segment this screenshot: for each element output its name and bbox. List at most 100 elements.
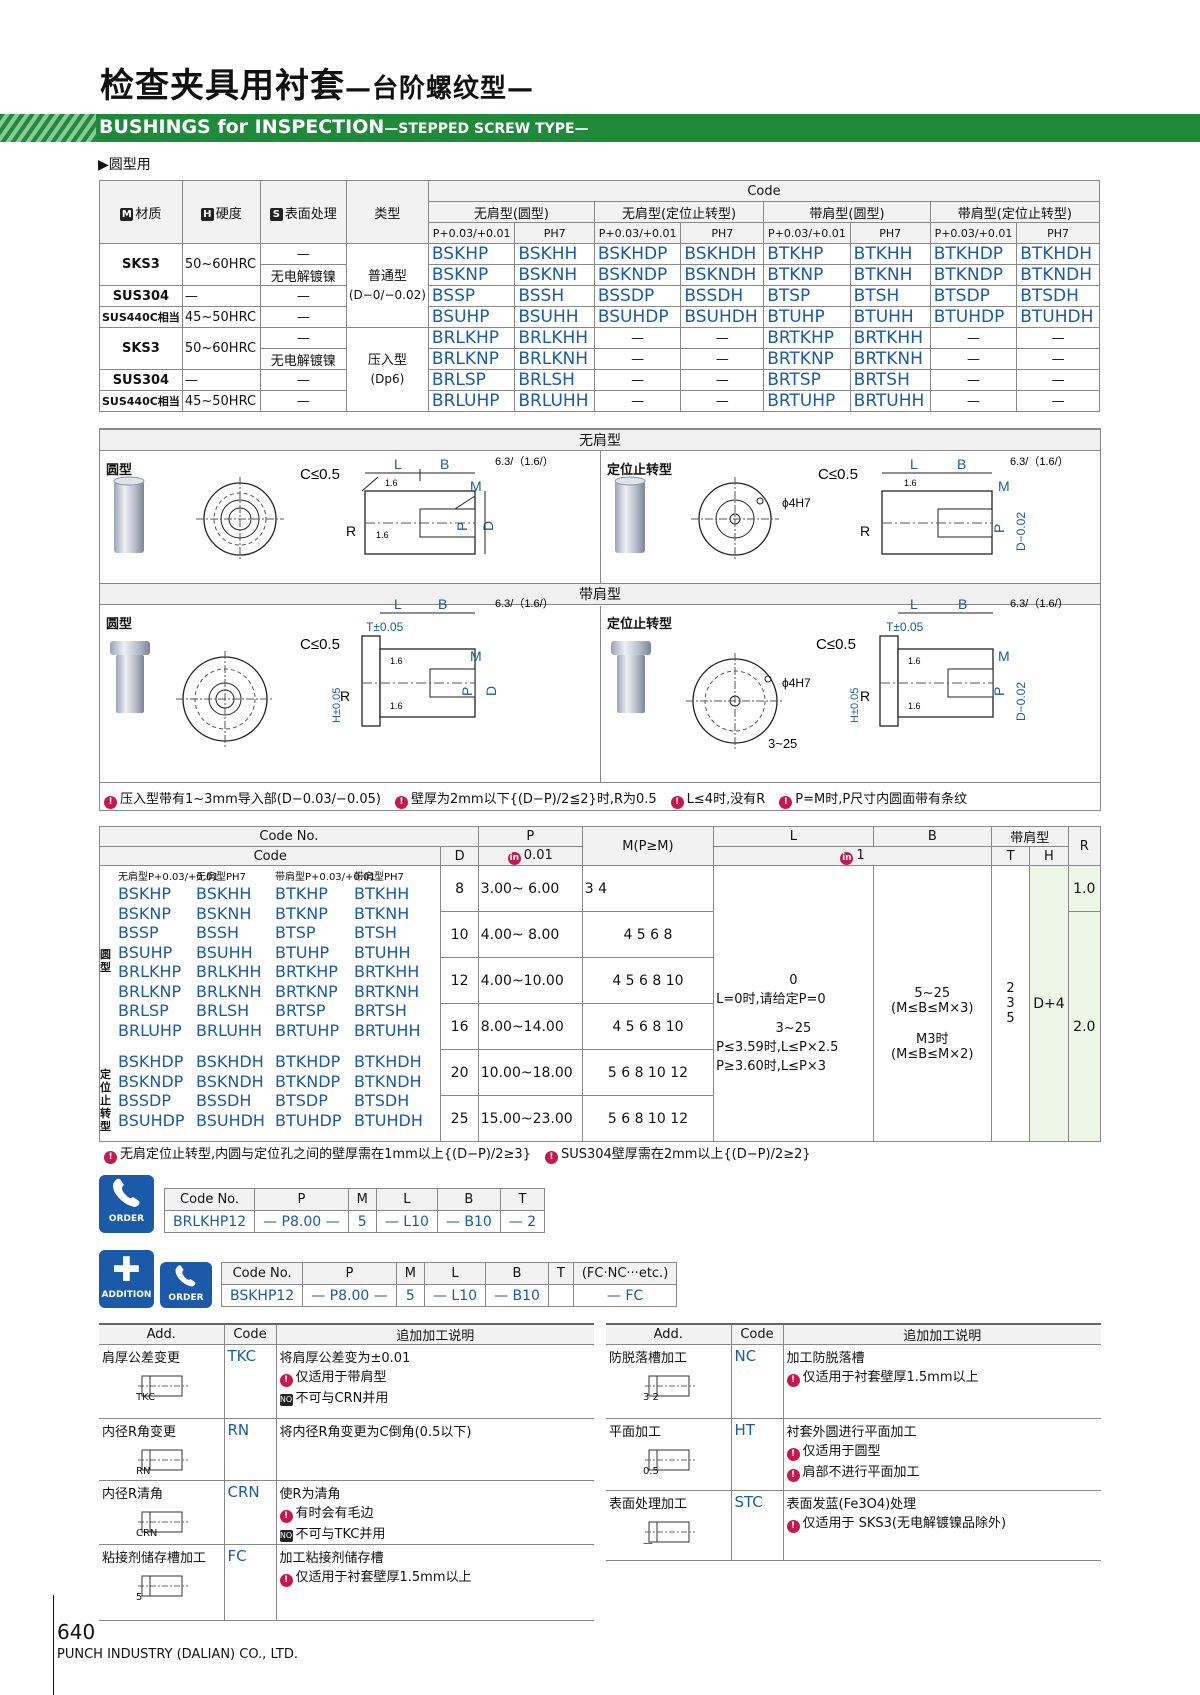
code-cell: — — [593, 327, 682, 349]
dim-code: BTUHP — [275, 942, 330, 962]
code-cell: BRTKNH — [849, 348, 931, 370]
svg-text:D: D — [483, 686, 499, 696]
drawing-note: !压入型带有1~3mm导入部(D−0.03/−0.05) — [104, 792, 381, 809]
bushing-photo-icon — [611, 641, 651, 655]
tol-ph-header: PH7 — [849, 222, 931, 244]
m-cell: 4 5 6 8 — [581, 911, 715, 958]
order-cell: (FC·NC···etc.) — [572, 1262, 678, 1285]
svg-text:M: M — [470, 648, 482, 664]
d-cell: 20 — [440, 1049, 479, 1096]
dim-code: BSSP — [118, 923, 159, 942]
note-icon: ! — [786, 1448, 800, 1461]
desc-header: 追加加工说明 — [783, 1323, 1101, 1345]
code-cell: BSSH — [514, 285, 595, 307]
hardness-cell: 45~50HRC — [181, 390, 261, 412]
bushing-photo-icon — [114, 481, 144, 553]
code-cell: BSKHP — [427, 243, 516, 265]
p-cell: 4.00~ 8.00 — [477, 911, 583, 958]
order-cell: — 2 — [499, 1210, 546, 1233]
hardness-cell: — — [181, 285, 261, 307]
dim-code: BTKNH — [354, 903, 410, 923]
code-cell: BRTKNP — [763, 348, 851, 370]
add-figure-icon: TKC — [128, 1370, 198, 1404]
code-cell: — — [929, 390, 1018, 412]
code-col-head: 无肩型PH7 — [196, 872, 246, 883]
code-cell: BRLKHP — [427, 327, 516, 349]
code-cell: BRTSP — [763, 369, 851, 391]
svg-text:L: L — [910, 596, 918, 612]
dim-code: BTKHDP — [275, 1052, 341, 1071]
type-header: 类型 — [345, 180, 429, 244]
svg-text:M: M — [998, 478, 1010, 494]
bushing-photo-icon — [615, 481, 645, 553]
dim-code: BRTSH — [354, 1001, 407, 1020]
h-badge-icon: H — [200, 207, 214, 221]
code-cell: BRTUHH — [849, 390, 931, 412]
svg-text:1.6: 1.6 — [904, 478, 917, 488]
dimension-note: !SUS304壁厚需在2mm以上{(D−P)/2≥2} — [544, 1147, 811, 1164]
code-cell: BSUHDH — [680, 306, 765, 328]
order-cell: Code No. — [220, 1262, 304, 1285]
dim-code: BSUHP — [118, 942, 173, 962]
hardness-cell: — — [181, 369, 261, 391]
dim-code: BTKHP — [275, 884, 328, 903]
svg-text:C≤0.5: C≤0.5 — [816, 636, 856, 653]
bushing-photo-icon — [110, 641, 150, 655]
svg-text:1.6: 1.6 — [908, 656, 921, 666]
dim-code: BSUHDP — [118, 1110, 185, 1130]
dim-code: BRTSP — [275, 1001, 326, 1020]
add-desc-cell: 加工防脱落槽!仅适用于衬套壁厚1.5mm以上 — [783, 1344, 1101, 1419]
surface-cell: — — [259, 369, 347, 391]
note-icon: ! — [544, 1151, 558, 1164]
code-cell: BRTUHP — [763, 390, 851, 412]
dim-code: BSKHP — [118, 884, 172, 903]
type-press-tol: (Dp6) — [370, 371, 405, 386]
m-cell: 5 6 8 10 12 — [581, 1049, 715, 1096]
note-icon: ! — [104, 796, 117, 809]
b-header: B — [872, 826, 992, 847]
svg-text:6.3/（1.6/）: 6.3/（1.6/） — [1010, 597, 1069, 610]
p-cell: 10.00~18.00 — [477, 1049, 583, 1096]
add-name: 表面处理加工 — [609, 1497, 688, 1512]
surface-cell: 无电解镀镍 — [259, 264, 347, 286]
order-cell: 5 — [347, 1210, 377, 1233]
code-cell: BTKHDP — [929, 243, 1018, 265]
code-cell: — — [929, 327, 1018, 349]
order-cell: — L10 — [375, 1210, 438, 1233]
label-round-2: 圆型 — [106, 617, 133, 632]
hardness-cell: 50~60HRC — [181, 327, 261, 370]
dim-code: BSKNDP — [118, 1071, 184, 1091]
tol-ph-header: PH7 — [1016, 222, 1100, 244]
svg-text:P: P — [991, 524, 1007, 533]
h-cell: D+4 — [1029, 865, 1069, 1142]
dim-code: BTSP — [275, 923, 316, 942]
technical-drawings: C≤0.5 L B M R P D 1.6 1.6 6.3/（1.6/） ϕ4H… — [110, 455, 1069, 751]
dim-code: BTUHH — [354, 942, 411, 962]
dim-code: BTUHDH — [354, 1110, 423, 1130]
svg-text:L: L — [910, 456, 918, 472]
svg-text:B: B — [957, 456, 966, 472]
svg-text:1.6: 1.6 — [390, 701, 403, 711]
add-desc-line: !肩部不进行平面加工 — [786, 1461, 1099, 1482]
svg-text:T±0.05: T±0.05 — [366, 620, 404, 634]
t-header: T — [990, 846, 1031, 866]
p-cell: 15.00~23.00 — [477, 1095, 583, 1142]
code-cell: BRLUHH — [514, 390, 595, 412]
surface-cell: — — [259, 285, 347, 307]
material-cell: SKS3 — [99, 243, 183, 286]
code-cell: BTKHH — [849, 243, 931, 265]
dimension-notes: !无肩定位止转型,内圆与定位孔之间的壁厚需在1mm以上{(D−P)/2≥3}!S… — [104, 1143, 825, 1164]
code-group-header: 带肩型(圆型) — [763, 201, 931, 223]
note-icon: ! — [786, 1374, 800, 1387]
order-cell: — FC — [572, 1284, 678, 1307]
type-normal: 普通型 — [367, 268, 407, 284]
dim-code: BSKHDP — [118, 1052, 184, 1071]
desc-header: 追加加工说明 — [276, 1323, 594, 1345]
label-round: 圆型 — [100, 948, 111, 974]
note-icon: ! — [104, 1151, 117, 1164]
